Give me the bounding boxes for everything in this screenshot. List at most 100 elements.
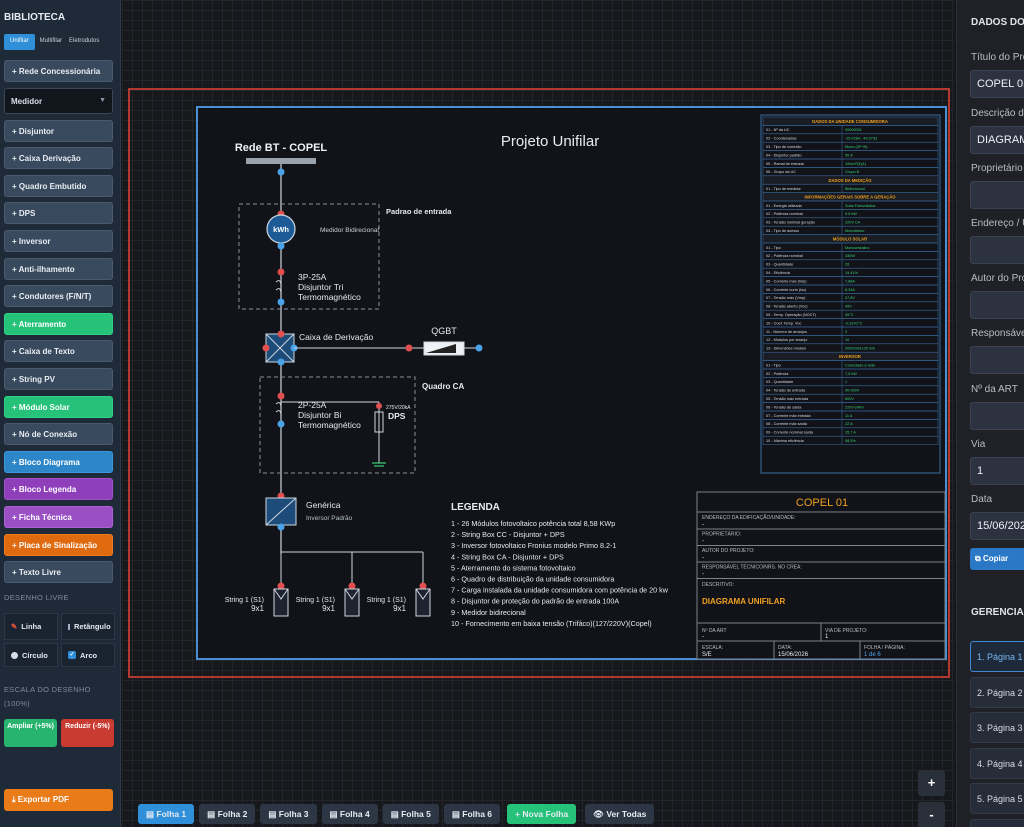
scale-down-button[interactable]: Reduzir (-5%) — [61, 719, 114, 748]
node[interactable] — [376, 403, 382, 409]
node[interactable] — [475, 344, 483, 352]
field-input-titulo-do-projeto[interactable]: COPEL 01 — [970, 70, 1024, 98]
datasheet-value: 1 — [845, 380, 847, 384]
node[interactable] — [277, 330, 285, 338]
title-block-fields: ENDEREÇO DA EDIFICAÇÃO/UNIDADE:-PROPRIET… — [697, 514, 945, 579]
datasheet-section-title: DADOS DA MEDIÇÃO — [828, 178, 872, 183]
add-quadro-embutido-button[interactable]: + Quadro Embutido — [4, 174, 113, 197]
pv-string-symbol[interactable] — [344, 588, 360, 617]
sheet-tab-6[interactable]: ▤ Folha 6 — [443, 804, 501, 824]
add-caixa-derivacao-button[interactable]: + Caixa Derivação — [4, 147, 113, 170]
sheet-tab-3[interactable]: ▤ Folha 3 — [260, 804, 317, 824]
add-inversor-button[interactable]: + Inversor — [4, 229, 113, 252]
view-all-button[interactable]: 👁 Ver Todas — [585, 804, 655, 824]
sheet-tab-1[interactable]: ▤ Folha 1 — [138, 804, 195, 824]
add-no-de-conexao-button[interactable]: + Nó de Conexão — [4, 423, 113, 446]
library-tabs: Unifilar Multifilar Eletrodutos — [4, 34, 116, 50]
field-input-autor-do-projeto[interactable] — [970, 291, 1024, 319]
node[interactable] — [348, 582, 356, 590]
pv-string-symbol[interactable] — [273, 588, 289, 617]
medidor-select[interactable]: Medidor▼ — [4, 87, 113, 114]
add-bloco-legenda-button[interactable]: + Bloco Legenda — [4, 478, 113, 501]
zoom-in-button[interactable]: + — [918, 770, 945, 796]
title-block-company: COPEL 01 — [796, 497, 848, 509]
field-input-n-da-art[interactable] — [970, 402, 1024, 430]
add-caixa-de-texto-button[interactable]: + Caixa de Texto — [4, 340, 113, 363]
library-sidebar: BIBLIOTECA Unifilar Multifilar Eletrodut… — [0, 0, 121, 827]
datasheet-value: Conectado a rede — [845, 363, 875, 367]
via-label: VIA DE PROJETO: — [825, 628, 867, 634]
node[interactable] — [277, 298, 285, 306]
copy-button[interactable]: ⧉ Copiar — [970, 548, 1024, 570]
add-rede-concessionaria-button[interactable]: + Rede Concessionária — [4, 60, 113, 82]
field-input-data[interactable]: 15/06/2026 — [970, 512, 1024, 540]
dps-symbol[interactable] — [374, 411, 384, 433]
sheet-tab-label: Folha 2 — [217, 809, 248, 819]
grid-source-label[interactable]: Rede BT - COPEL — [235, 142, 328, 154]
add-placa-de-sinalizacao-button[interactable]: + Placa de Sinalização — [4, 533, 113, 556]
node[interactable] — [262, 344, 270, 352]
field-input-responsavel-tecnico[interactable] — [970, 346, 1024, 374]
sheet-tab-4[interactable]: ▤ Folha 4 — [321, 804, 378, 824]
node[interactable] — [277, 268, 285, 276]
breaker1-symbol[interactable] — [275, 280, 282, 295]
entry-box[interactable] — [238, 203, 380, 310]
add-string-pv-button[interactable]: + String PV — [4, 367, 113, 390]
breaker2-symbol[interactable] — [275, 402, 282, 417]
tab-unifilar[interactable]: Unifilar — [4, 34, 35, 50]
datasheet-frame[interactable] — [760, 114, 941, 474]
node[interactable] — [419, 582, 427, 590]
tab-multifilar[interactable]: Multifilar — [39, 38, 63, 44]
datasheet-section-title: MÓDULO SOLAR — [833, 237, 867, 242]
panel-ca-box[interactable] — [259, 376, 416, 474]
tool-circle[interactable]: Círculo — [4, 643, 58, 668]
new-sheet-button[interactable]: + Nova Folha — [507, 804, 577, 824]
zoom-out-button[interactable]: - — [918, 802, 945, 827]
add-texto-livre-button[interactable]: + Texto Livre — [4, 561, 113, 584]
node[interactable] — [277, 242, 285, 250]
date-label: DATA: — [778, 645, 792, 651]
grid-busbar[interactable] — [246, 158, 316, 164]
export-pdf-button[interactable]: ⤓ Exportar PDF — [4, 789, 113, 811]
tool-arc[interactable]: ✓Arco — [61, 643, 115, 668]
scale-up-button[interactable]: Ampliar (+5%) — [4, 719, 57, 748]
node[interactable] — [277, 168, 285, 176]
field-input-via[interactable]: 1 — [970, 457, 1024, 485]
datasheet-value: 10mm²(3)(1) — [845, 162, 867, 166]
datasheet-value: 90-500V — [845, 389, 860, 393]
tool-line[interactable]: ✎Linha — [4, 613, 58, 641]
add-dps-button[interactable]: + DPS — [4, 202, 113, 225]
page-item-2[interactable]: 2. Página 2 — [970, 676, 1024, 708]
page-item-3[interactable]: 3. Página 3 — [970, 712, 1024, 744]
field-input-endereco-unidade[interactable] — [970, 236, 1024, 264]
node[interactable] — [277, 582, 285, 590]
breaker1-rating: 3P-25A — [298, 272, 327, 282]
sheet-tab-label: Folha 3 — [278, 809, 309, 819]
add-bloco-diagrama-button[interactable]: + Bloco Diagrama — [4, 450, 113, 473]
tool-rectangle[interactable]: Retângulo — [61, 613, 115, 641]
sheet-tab-2[interactable]: ▤ Folha 2 — [199, 804, 256, 824]
node[interactable] — [277, 420, 285, 428]
node[interactable] — [277, 358, 285, 366]
legend-item: 4 - String Box CA - Disjuntor + DPS — [451, 552, 564, 561]
field-input-proprietario[interactable] — [970, 181, 1024, 209]
node[interactable] — [277, 523, 285, 531]
add-ficha-tecnica-button[interactable]: + Ficha Técnica — [4, 505, 113, 528]
node[interactable] — [277, 392, 285, 400]
add-disjuntor-button[interactable]: + Disjuntor — [4, 119, 113, 142]
page-item-6[interactable]: 6. Página 6 — [970, 819, 1024, 827]
add-modulo-solar-button[interactable]: + Módulo Solar — [4, 395, 113, 418]
page-item-5[interactable]: 5. Página 5 — [970, 783, 1024, 815]
add-aterramento-button[interactable]: + Aterramento — [4, 312, 113, 335]
node[interactable] — [405, 344, 413, 352]
tab-eletrodutos[interactable]: Eletrodutos — [69, 38, 100, 44]
field-input-descricao-da-pagina[interactable]: DIAGRAMA UNIFILAR — [970, 126, 1024, 154]
add-anti-ilhamento-button[interactable]: + Anti-ilhamento — [4, 257, 113, 280]
add-condutores-f-n-t-button[interactable]: + Condutores (F/N/T) — [4, 285, 113, 308]
page-item-4[interactable]: 4. Página 4 — [970, 747, 1024, 779]
sheet-tab-5[interactable]: ▤ Folha 5 — [382, 804, 439, 824]
pv-string-symbol[interactable] — [415, 588, 431, 617]
page-item-1[interactable]: 1. Página 1 — [970, 641, 1024, 672]
datasheet-key: 13 - Dimensões módulo — [766, 347, 806, 351]
